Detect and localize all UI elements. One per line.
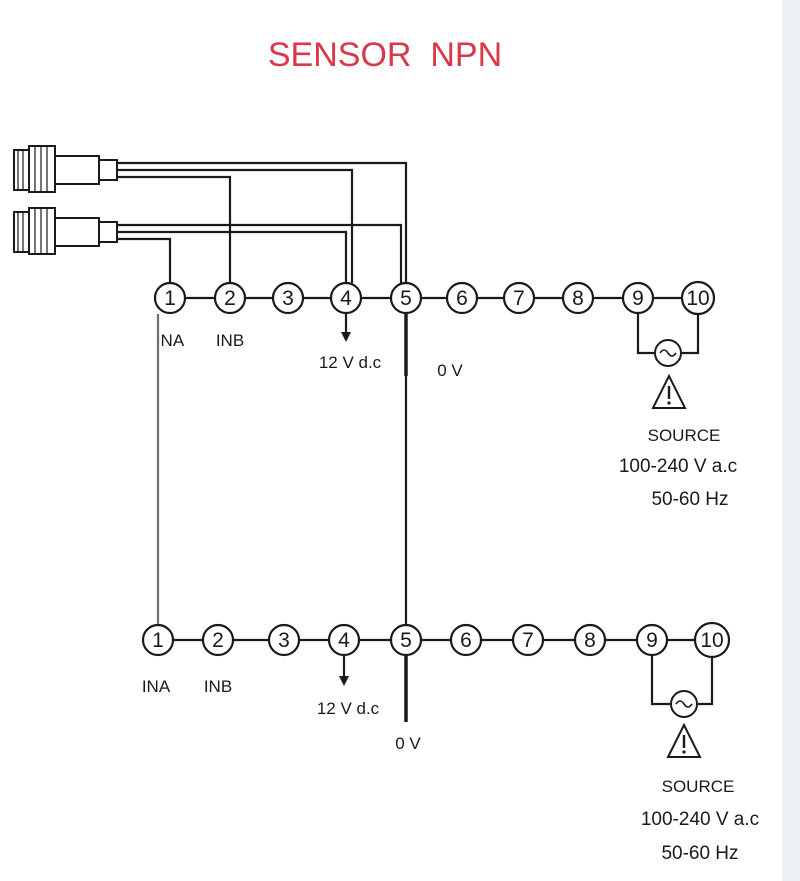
lower-source-loop	[650, 654, 670, 706]
lower-terminal-6: 6	[449, 623, 483, 657]
lower-terminal-4: 4	[327, 623, 361, 657]
lower-terminal-2: 2	[201, 623, 235, 657]
arrow-down-icon	[339, 656, 349, 686]
terminal-number: 9	[632, 287, 644, 310]
terminal-number: 8	[584, 629, 596, 652]
terminal-circle	[561, 281, 595, 315]
terminal-number: 7	[513, 287, 525, 310]
upper-source-label: SOURCE	[648, 426, 721, 445]
terminal-number: 8	[572, 287, 584, 310]
terminal-number: 3	[282, 287, 294, 310]
upper-terminal-7: 7	[502, 281, 536, 315]
upper-0v-label: 0 V	[437, 361, 463, 380]
terminal-circle	[271, 281, 305, 315]
upper-frequency-label: 50-60 Hz	[651, 489, 728, 510]
upper-terminal-6: 6	[445, 281, 479, 315]
terminal-circle	[389, 281, 423, 315]
proximity-sensor-icon	[13, 207, 118, 255]
lower-terminal-10: 10	[693, 621, 731, 659]
terminal-circle	[267, 623, 301, 657]
terminal-circle	[201, 623, 235, 657]
lower-terminal-block: 1 2 3 4 5 6 7 8 9 10	[141, 621, 731, 659]
terminal-circle	[329, 281, 363, 315]
terminal-circle	[502, 281, 536, 315]
ac-source-icon	[670, 690, 698, 718]
lower-terminal-3: 3	[267, 623, 301, 657]
terminal-number: 1	[152, 629, 164, 652]
upper-ina-label: INA	[156, 331, 185, 350]
lower-terminal-9: 9	[635, 623, 669, 657]
warning-icon	[651, 373, 687, 409]
terminal-number: 2	[212, 629, 224, 652]
terminal-number: 9	[646, 629, 658, 652]
terminal-number: 10	[700, 629, 723, 652]
proximity-sensor-icon	[13, 145, 118, 193]
upper-12v-label: 12 V d.c	[319, 353, 382, 372]
upper-terminal-8: 8	[561, 281, 595, 315]
terminal-number: 2	[224, 287, 236, 310]
terminal-number: 4	[338, 629, 350, 652]
lower-0v-label: 0 V	[395, 734, 421, 753]
lower-inb-label: INB	[204, 677, 232, 696]
lower-terminal-8: 8	[573, 623, 607, 657]
terminal-number: 6	[460, 629, 472, 652]
terminal-circle	[213, 281, 247, 315]
terminal-circle	[153, 281, 187, 315]
terminal-circle	[511, 623, 545, 657]
lower-source-label: SOURCE	[662, 777, 735, 796]
terminal-number: 7	[522, 629, 534, 652]
upper-voltage-label: 100-240 V a.c	[619, 456, 737, 477]
terminal-circle	[573, 623, 607, 657]
upper-terminal-3: 3	[271, 281, 305, 315]
upper-inb-label: INB	[216, 331, 244, 350]
diagram-title: SENSOR NPN	[268, 36, 502, 74]
lower-frequency-label: 50-60 Hz	[661, 843, 738, 864]
terminal-circle	[445, 281, 479, 315]
lower-terminal-1: 1	[141, 623, 175, 657]
terminal-number: 10	[686, 287, 709, 310]
lower-voltage-label: 100-240 V a.c	[641, 809, 759, 830]
upper-terminal-4: 4	[329, 281, 363, 315]
terminal-number: 4	[340, 287, 352, 310]
terminal-number: 5	[400, 629, 412, 652]
lower-terminal-5: 5	[389, 623, 423, 657]
upper-terminal-2: 2	[213, 281, 247, 315]
upper-terminal-block: 1 2 3 4 5 6 7 8 9 10	[153, 280, 716, 316]
terminal-number: 3	[278, 629, 290, 652]
terminal-circle	[449, 623, 483, 657]
upper-terminal-10: 10	[680, 280, 716, 316]
terminal-circle	[389, 623, 423, 657]
upper-source-loop	[636, 312, 654, 355]
lower-ina-label: INA	[142, 677, 171, 696]
warning-icon	[666, 722, 702, 758]
ac-source-icon	[654, 339, 682, 367]
terminal-number: 6	[456, 287, 468, 310]
right-edge-strip	[782, 0, 800, 881]
upper-terminal-9: 9	[621, 281, 655, 315]
terminal-number: 1	[164, 287, 176, 310]
terminal-circle	[141, 623, 175, 657]
sensor-wires	[117, 161, 408, 283]
upper-terminal-5: 5	[389, 281, 423, 315]
lower-terminal-7: 7	[511, 623, 545, 657]
upper-terminal-1: 1	[153, 281, 187, 315]
terminal-circle	[327, 623, 361, 657]
terminal-number: 5	[400, 287, 412, 310]
arrow-down-icon	[341, 314, 351, 342]
lower-12v-label: 12 V d.c	[317, 699, 380, 718]
